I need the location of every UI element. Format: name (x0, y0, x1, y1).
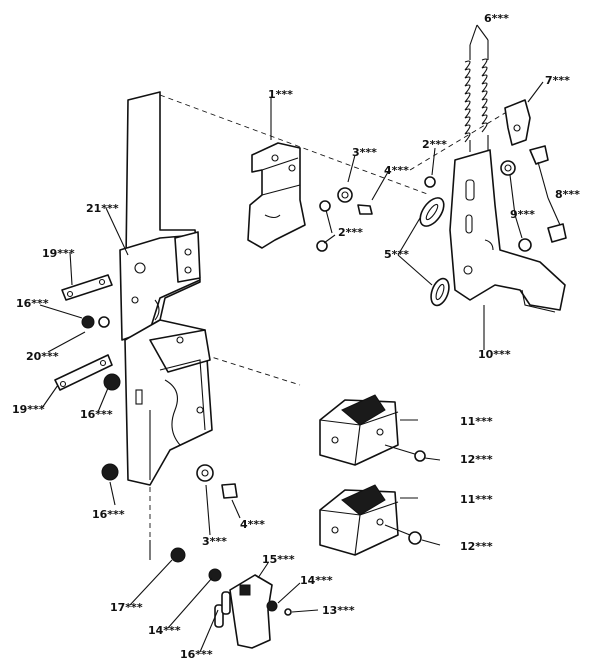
callout-1: 1*** (268, 88, 293, 101)
callout-4: 4*** (384, 164, 409, 177)
bottom-assembly (170, 547, 292, 649)
main-bracket (119, 91, 201, 341)
fasteners (81, 145, 567, 499)
callout-14: 14*** (148, 624, 181, 637)
slotted-washers (419, 197, 450, 307)
callout-2: 2*** (422, 138, 447, 151)
switch-lower (319, 484, 399, 556)
switch-upper (319, 394, 399, 466)
callout-14: 14*** (300, 574, 333, 587)
callout-15: 15*** (262, 553, 295, 566)
bracket-1 (247, 142, 306, 249)
callout-12: 12*** (460, 540, 493, 553)
callout-3: 3*** (352, 146, 377, 159)
leader-lines (39, 24, 561, 653)
actuator-arm (449, 149, 566, 313)
callout-16: 16*** (16, 297, 49, 310)
callout-4: 4*** (240, 518, 265, 531)
callout-2: 2*** (338, 226, 363, 239)
callout-10: 10*** (478, 348, 511, 361)
callout-5: 5*** (384, 248, 409, 261)
lower-bracket (124, 319, 213, 560)
callout-11: 11*** (460, 493, 493, 506)
callout-labels: 1*** 2*** 2*** 3*** 3*** 4*** 4*** 5*** … (12, 12, 580, 661)
callout-20: 20*** (26, 350, 59, 363)
callout-8: 8*** (555, 188, 580, 201)
callout-17: 17*** (110, 601, 143, 614)
callout-6: 6*** (484, 12, 509, 25)
bracket-7 (504, 99, 531, 146)
callout-19: 19*** (12, 403, 45, 416)
callout-16: 16*** (80, 408, 113, 421)
callout-13: 13*** (322, 604, 355, 617)
callout-21: 21*** (86, 202, 119, 215)
springs (464, 40, 489, 152)
straps (54, 274, 113, 391)
callout-9: 9*** (510, 208, 535, 221)
callout-3: 3*** (202, 535, 227, 548)
switch-screws (384, 444, 426, 545)
callout-11: 11*** (460, 415, 493, 428)
callout-7: 7*** (545, 74, 570, 87)
callout-16: 16*** (180, 648, 213, 661)
callout-19: 19*** (42, 247, 75, 260)
callout-12: 12*** (460, 453, 493, 466)
callout-16: 16*** (92, 508, 125, 521)
